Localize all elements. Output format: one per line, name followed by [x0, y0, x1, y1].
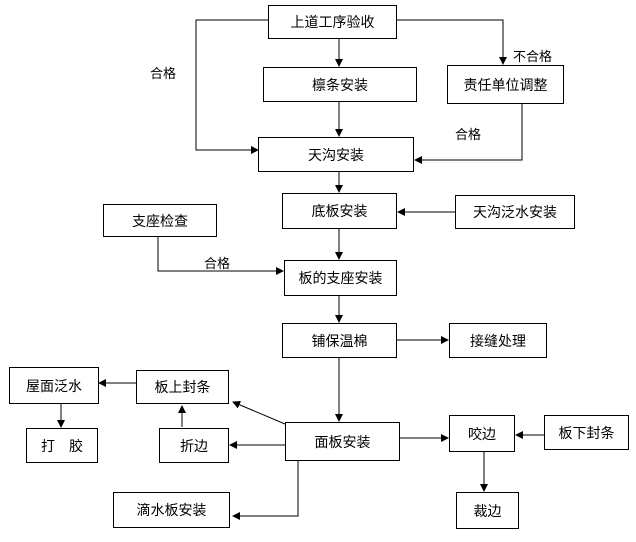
label-pass-left: 合格	[150, 67, 177, 82]
node-top-seal: 板上封条	[136, 370, 229, 404]
label-pass-right: 合格	[455, 128, 482, 143]
node-trim: 裁边	[456, 492, 519, 529]
node-responsible-adjust: 责任单位调整	[447, 65, 564, 104]
node-roof-flashing: 屋面泛水	[9, 367, 99, 404]
arrow-panel-to-drip	[232, 461, 299, 520]
label-pass-support: 合格	[204, 257, 231, 272]
node-base-plate: 底板安装	[282, 193, 397, 229]
node-insulation: 铺保温棉	[282, 323, 397, 358]
arrow-inspection-to-adjust	[397, 19, 507, 65]
arrow-check-to-support	[157, 237, 284, 275]
node-panel: 面板安装	[285, 422, 400, 461]
node-purlin: 檩条安装	[263, 67, 417, 102]
node-drip: 滴水板安装	[113, 492, 230, 528]
node-seam: 接缝处理	[449, 323, 547, 358]
node-plate-support: 板的支座安装	[284, 260, 397, 296]
arrow-adjust-to-gutter	[414, 104, 523, 164]
node-support-check: 支座检查	[103, 204, 217, 237]
arrow-inspection-to-gutter	[195, 19, 268, 154]
node-gutter: 天沟安装	[258, 137, 414, 172]
node-bite: 咬边	[449, 415, 515, 452]
node-prev-inspection: 上道工序验收	[268, 5, 397, 39]
label-fail: 不合格	[513, 50, 553, 65]
node-bottom-seal: 板下封条	[544, 415, 629, 450]
node-glue: 打 胶	[26, 428, 98, 463]
node-fold: 折边	[159, 428, 229, 463]
arrow-panel-to-topseal	[232, 401, 286, 425]
node-gutter-flashing: 天沟泛水安装	[455, 195, 575, 229]
